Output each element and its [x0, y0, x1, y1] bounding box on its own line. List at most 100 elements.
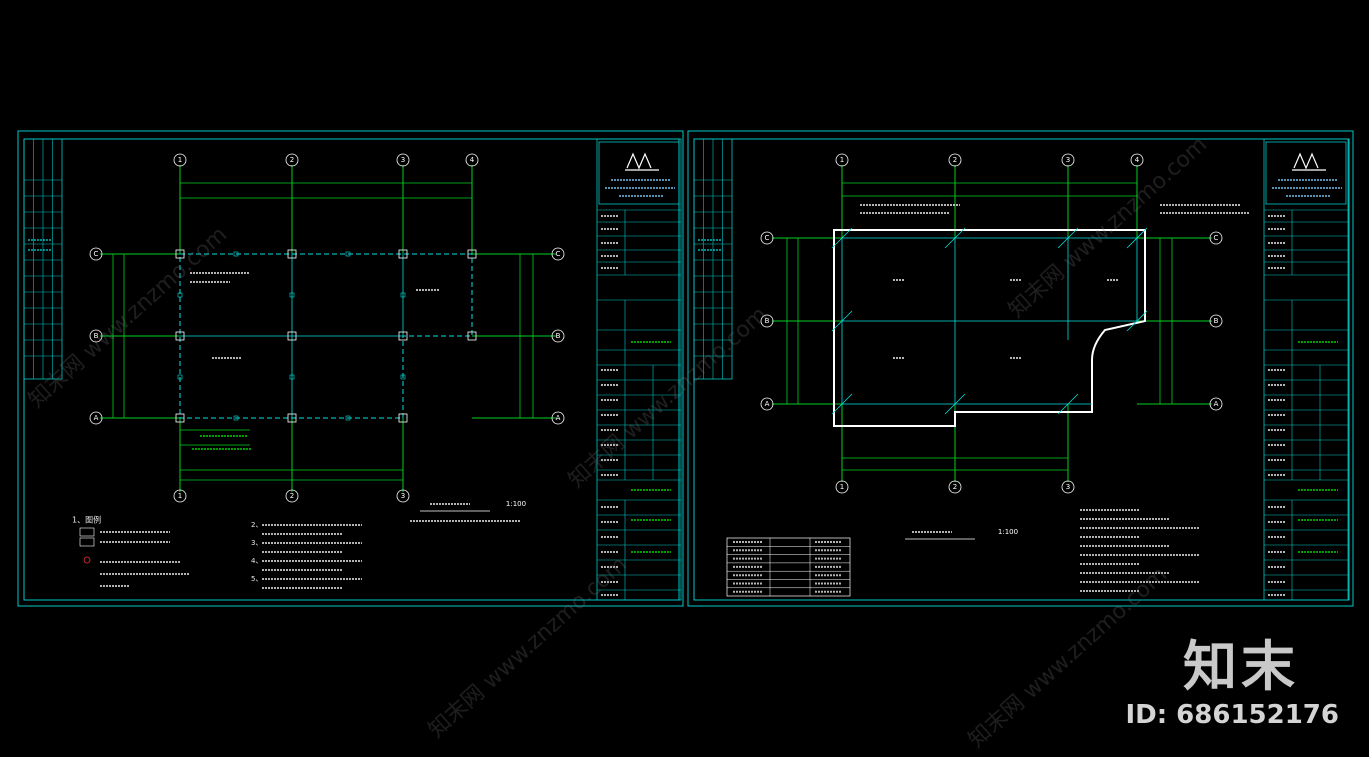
left-title-block-logo-box — [598, 141, 680, 205]
axis-bubble-side — [1209, 314, 1223, 328]
axis-bubble-bottom-label: 2 — [953, 483, 957, 491]
axis-bubble-bottom-label: 3 — [1066, 483, 1070, 491]
test-point-marker — [233, 415, 239, 421]
axis-bubble-bottom-label: 2 — [290, 492, 294, 500]
test-point-marker — [177, 292, 183, 298]
axis-bubble-top-label: 2 — [290, 156, 294, 164]
right-sheet-frame-inner — [693, 138, 1350, 601]
right-title-block-logo-box — [1265, 141, 1347, 205]
axis-bubble-top-label: 3 — [401, 156, 405, 164]
axis-bubble-side-label: C — [1214, 234, 1219, 242]
axis-bubble-side-label: A — [94, 414, 99, 422]
axis-bubble-side-label: B — [1214, 317, 1219, 325]
axis-bubble-top-label: 4 — [470, 156, 475, 164]
test-point-marker — [177, 374, 183, 380]
column-marker — [175, 249, 185, 259]
axis-bubble-top — [948, 153, 962, 167]
axis-bubble-side — [760, 314, 774, 328]
right-sheet-frame — [687, 130, 1354, 607]
axis-bubble-side-label: C — [556, 250, 561, 258]
down-conductor-marker — [1057, 393, 1079, 415]
axis-bubble-side — [89, 411, 103, 425]
axis-bubble-side — [89, 247, 103, 261]
column-marker — [287, 413, 297, 423]
down-conductor-marker — [831, 227, 853, 249]
right-drawing-scale: 1:100 — [998, 528, 1018, 536]
column-marker — [398, 413, 408, 423]
material-table — [726, 537, 851, 597]
axis-bubble-side — [551, 247, 565, 261]
left-sheet-frame-inner — [23, 138, 680, 601]
down-conductor-marker — [1126, 227, 1148, 249]
axis-bubble-side-label: B — [94, 332, 99, 340]
axis-bubble-bottom — [1061, 480, 1075, 494]
down-conductor-marker — [831, 393, 853, 415]
axis-bubble-bottom — [173, 489, 187, 503]
axis-bubble-side-label: A — [556, 414, 561, 422]
axis-bubble-side — [551, 411, 565, 425]
axis-bubble-side-label: C — [94, 250, 99, 258]
column-marker — [287, 249, 297, 259]
test-point-marker — [289, 292, 295, 298]
axis-bubble-side-label: A — [1214, 400, 1219, 408]
column-marker — [175, 331, 185, 341]
axis-bubble-side — [1209, 231, 1223, 245]
left-note-item: 3、 — [251, 539, 262, 547]
axis-bubble-side-label: B — [765, 317, 770, 325]
legend-symbol — [83, 556, 91, 564]
axis-bubble-side — [551, 329, 565, 343]
left-note-item: 4、 — [251, 557, 262, 565]
left-note-item: 2、 — [251, 521, 262, 529]
down-conductor-marker — [1057, 227, 1079, 249]
firm-logo-icon — [625, 152, 659, 171]
left-drawing-scale: 1:100 — [506, 500, 526, 508]
axis-bubble-bottom-label: 1 — [840, 483, 844, 491]
axis-bubble-side-label: C — [765, 234, 770, 242]
axis-bubble-top-label: 1 — [178, 156, 182, 164]
axis-bubble-bottom — [835, 480, 849, 494]
test-point-marker — [345, 251, 351, 257]
axis-bubble-top-label: 1 — [840, 156, 844, 164]
axis-bubble-top-label: 3 — [1066, 156, 1070, 164]
axis-bubble-bottom — [948, 480, 962, 494]
axis-bubble-top — [1061, 153, 1075, 167]
left-note-item: 5、 — [251, 575, 262, 583]
axis-bubble-bottom — [396, 489, 410, 503]
down-conductor-marker — [1126, 310, 1148, 332]
column-marker — [467, 331, 477, 341]
column-marker — [398, 249, 408, 259]
down-conductor-marker — [944, 227, 966, 249]
down-conductor-marker — [831, 310, 853, 332]
axis-bubble-top-label: 4 — [1135, 156, 1140, 164]
legend-symbol — [79, 537, 95, 547]
axis-bubble-top-label: 2 — [953, 156, 957, 164]
axis-bubble-side-label: A — [765, 400, 770, 408]
axis-bubble-side — [760, 231, 774, 245]
axis-bubble-top — [465, 153, 479, 167]
axis-bubble-top — [835, 153, 849, 167]
right-title-block — [1263, 138, 1349, 601]
axis-bubble-top — [396, 153, 410, 167]
axis-bubble-top — [173, 153, 187, 167]
column-marker — [398, 331, 408, 341]
axis-bubble-top — [1130, 153, 1144, 167]
axis-bubble-side — [760, 397, 774, 411]
test-point-marker — [400, 374, 406, 380]
firm-logo-icon — [1292, 152, 1326, 171]
column-marker — [175, 413, 185, 423]
test-point-marker — [345, 415, 351, 421]
axis-bubble-bottom-label: 3 — [401, 492, 405, 500]
axis-bubble-side — [1209, 397, 1223, 411]
column-marker — [287, 331, 297, 341]
axis-bubble-top — [285, 153, 299, 167]
axis-bubble-side — [89, 329, 103, 343]
test-point-marker — [289, 374, 295, 380]
axis-bubble-side-label: B — [556, 332, 561, 340]
roof-parapet-outline — [833, 229, 1146, 427]
brand-logo-text: 知末 — [1183, 635, 1299, 698]
image-id-label: ID: 686152176 — [1125, 700, 1339, 730]
legend-symbol — [79, 527, 95, 537]
left-note-heading: 1、图例 — [72, 515, 101, 525]
